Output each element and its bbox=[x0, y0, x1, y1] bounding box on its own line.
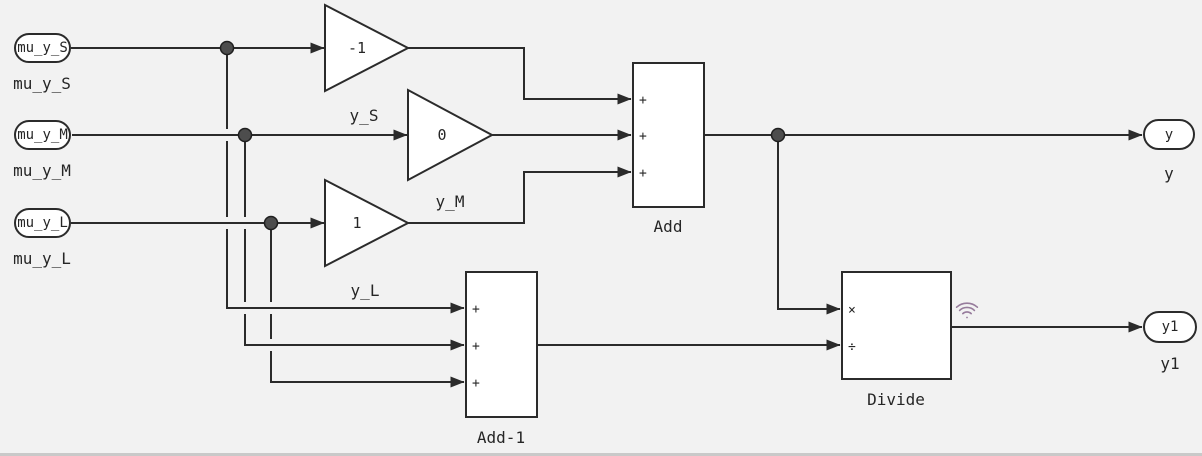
inport-mu_y_M-text: mu_y_M bbox=[17, 127, 68, 143]
add1-input1-sign: + bbox=[472, 302, 480, 317]
wire-junction-dot bbox=[263, 215, 279, 231]
signal-label-y_S: y_S bbox=[349, 106, 379, 125]
add-input3-sign: + bbox=[639, 166, 647, 181]
add-input1-sign: + bbox=[639, 93, 647, 108]
outport-y[interactable]: y bbox=[1143, 119, 1195, 150]
inport-mu_y_L-label: mu_y_L bbox=[13, 249, 71, 268]
wire-add-branch-to-divide[interactable] bbox=[777, 135, 841, 315]
inport-mu_y_S[interactable]: mu_y_S bbox=[14, 33, 71, 63]
add-block[interactable]: + + + bbox=[632, 62, 705, 208]
add1-input2-sign: + bbox=[472, 339, 480, 354]
inport-mu_y_L-text: mu_y_L bbox=[17, 215, 68, 231]
gain-block-0[interactable] bbox=[407, 88, 495, 182]
gain-block-1[interactable] bbox=[324, 178, 411, 268]
outport-y1-label: y1 bbox=[1160, 354, 1180, 373]
gain-1-value: 1 bbox=[352, 214, 362, 232]
gain-0-value: 0 bbox=[437, 126, 447, 144]
inport-mu_y_M-label: mu_y_M bbox=[13, 161, 71, 180]
canvas-bottom-edge bbox=[0, 453, 1202, 456]
inport-mu_y_S-text: mu_y_S bbox=[17, 40, 68, 56]
divide-numerator-sign: × bbox=[848, 303, 856, 318]
add-input2-sign: + bbox=[639, 129, 647, 144]
divide-block-label: Divide bbox=[867, 390, 925, 409]
outport-y1[interactable]: y1 bbox=[1143, 311, 1197, 343]
inport-mu_y_L[interactable]: mu_y_L bbox=[14, 208, 71, 238]
outport-y-label: y bbox=[1164, 164, 1174, 183]
gain-neg1-value: -1 bbox=[347, 39, 367, 57]
wire-junction-dot bbox=[237, 127, 253, 143]
wire-junction-dot bbox=[219, 40, 235, 56]
wire-mu_y_M-branch-to-add1[interactable] bbox=[244, 135, 465, 351]
signal-logging-wifi-icon bbox=[955, 302, 979, 319]
outport-y-text: y bbox=[1164, 126, 1174, 143]
wire-gain-1-to-add[interactable] bbox=[408, 166, 632, 224]
wire-mu_y_S-branch-to-add1[interactable] bbox=[226, 48, 465, 314]
add1-input3-sign: + bbox=[472, 376, 480, 391]
signal-label-y_M: y_M bbox=[435, 192, 465, 211]
add1-block[interactable]: + + + bbox=[465, 271, 538, 418]
gain-block-neg1[interactable] bbox=[324, 3, 411, 93]
add-block-label: Add bbox=[653, 217, 683, 236]
inport-mu_y_S-label: mu_y_S bbox=[13, 74, 71, 93]
wire-mu_y_L-branch-to-add1[interactable] bbox=[270, 223, 465, 388]
divide-block[interactable]: × ÷ bbox=[841, 271, 952, 380]
signal-label-y_L: y_L bbox=[350, 281, 380, 300]
divide-denominator-sign: ÷ bbox=[848, 340, 856, 355]
inport-mu_y_M[interactable]: mu_y_M bbox=[14, 120, 71, 150]
wire-junction-dot bbox=[770, 127, 786, 143]
outport-y1-text: y1 bbox=[1161, 319, 1179, 335]
wire-gain-neg1-to-add[interactable] bbox=[408, 47, 632, 105]
add1-block-label: Add-1 bbox=[476, 428, 526, 447]
